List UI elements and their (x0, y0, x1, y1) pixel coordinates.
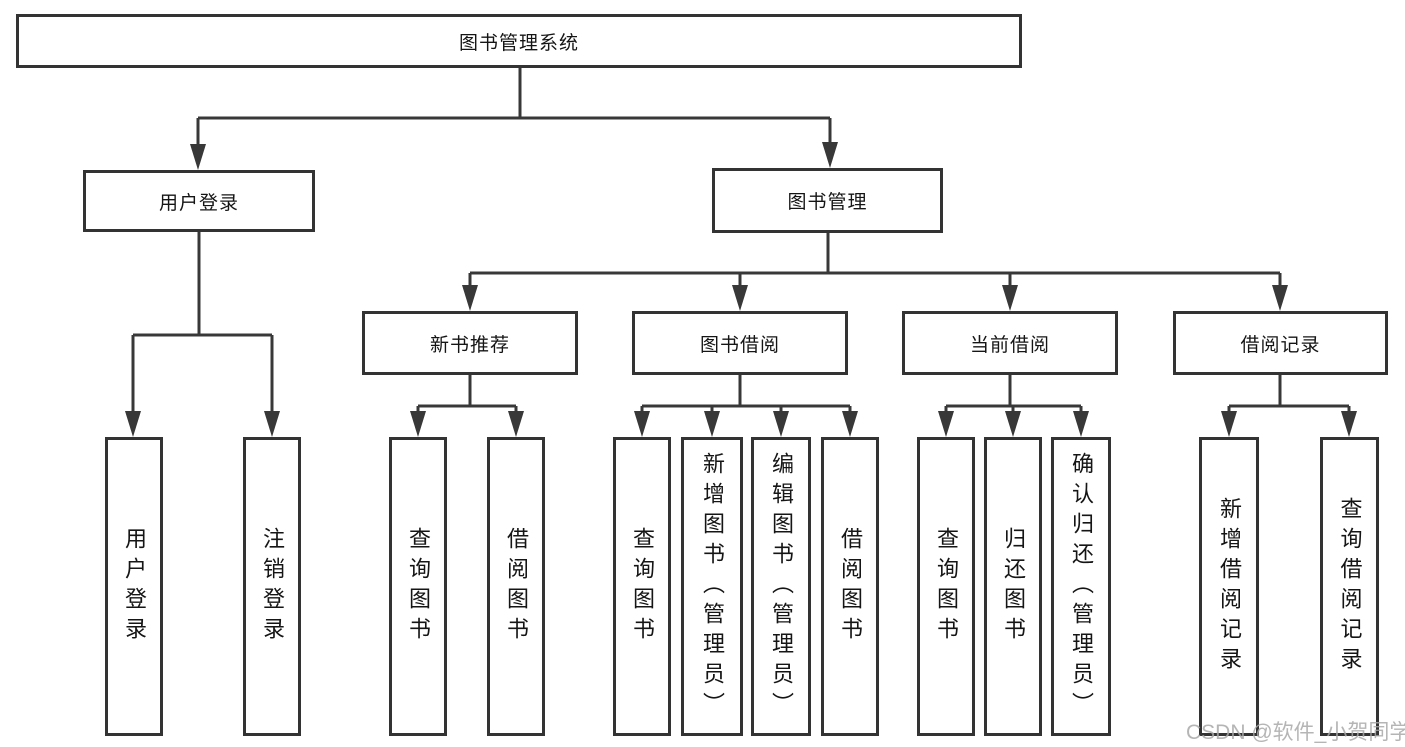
node-current-borrowing: 当前借阅 (902, 311, 1118, 375)
leaf-add-books-admin: 新增图书（管理员） (681, 437, 743, 736)
leaf-user-login: 用户登录 (105, 437, 163, 736)
leaf-edit-books-admin: 编辑图书（管理员） (751, 437, 811, 736)
arrowheads (125, 142, 1357, 437)
node-borrowing-records: 借阅记录 (1173, 311, 1388, 375)
node-label: 用户登录 (158, 192, 239, 214)
node-label: 借阅记录 (1240, 334, 1321, 356)
node-label: 图书管理 (787, 192, 868, 213)
leaf-query-books: 查询图书 (389, 437, 447, 736)
leaf-borrow-books: 借阅图书 (821, 437, 879, 736)
node-label: 图书管理系统 (458, 32, 579, 54)
leaf-query-borrow-record: 查询借阅记录 (1320, 437, 1379, 736)
leaf-add-borrow-record: 新增借阅记录 (1199, 437, 1259, 736)
node-label: 新书推荐 (429, 334, 510, 356)
node-new-book-recommend: 新书推荐 (362, 311, 578, 375)
csdn-watermark: CSDN @软件_小贺同学 (1186, 721, 1405, 744)
leaf-confirm-return-admin: 确认归还（管理员） (1051, 437, 1111, 736)
leaf-logout: 注销登录 (243, 437, 301, 736)
leaf-query-books: 查询图书 (917, 437, 975, 736)
leaf-borrow-books: 借阅图书 (487, 437, 545, 736)
node-library-management-system: 图书管理系统 (16, 14, 1022, 68)
node-book-borrowing: 图书借阅 (632, 311, 848, 375)
node-book-management: 图书管理 (712, 168, 943, 233)
leaf-query-books: 查询图书 (613, 437, 671, 736)
node-user-login: 用户登录 (83, 170, 315, 232)
node-label: 当前借阅 (969, 334, 1050, 356)
leaf-return-books: 归还图书 (984, 437, 1042, 736)
node-label: 图书借阅 (699, 334, 780, 356)
